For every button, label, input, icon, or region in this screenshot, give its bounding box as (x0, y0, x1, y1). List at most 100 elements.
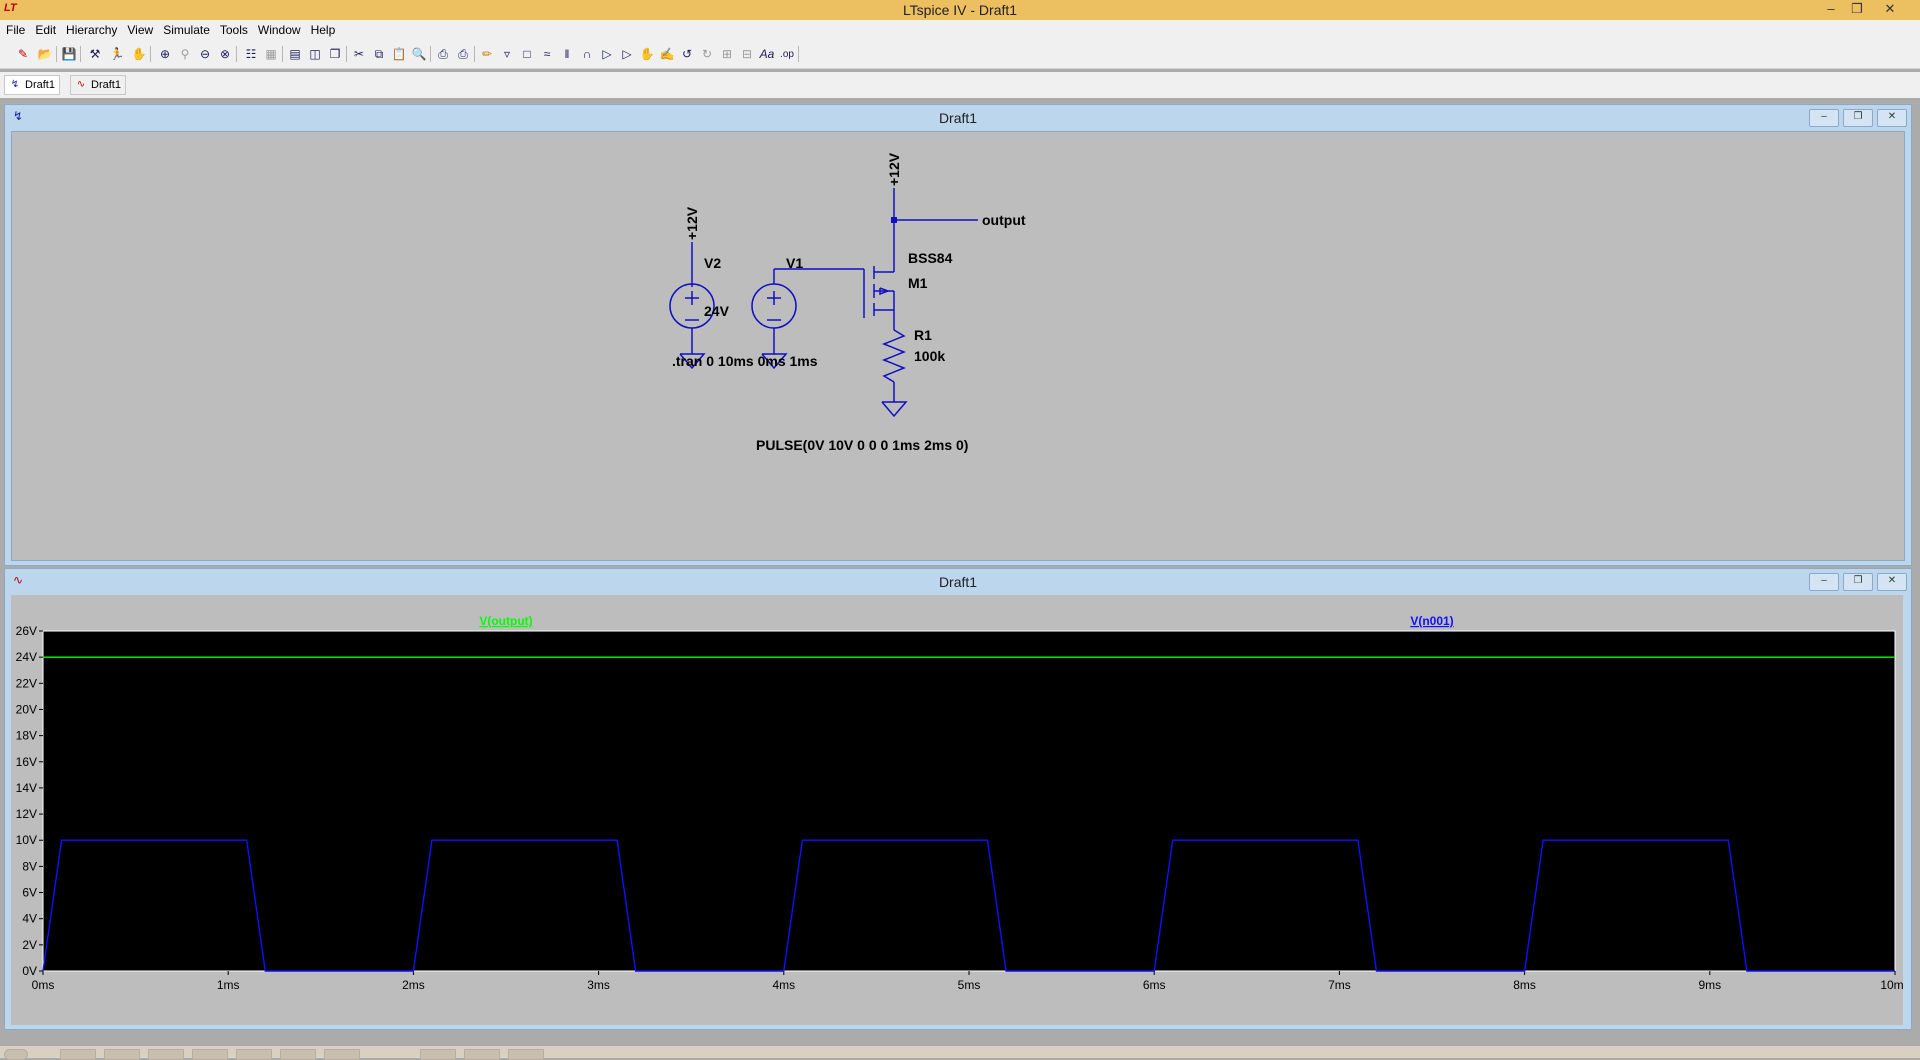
cut-icon[interactable]: ✂ (353, 47, 365, 61)
x-tick-label: 9ms (1698, 978, 1721, 992)
v2-supply-label: +12V (684, 206, 700, 240)
x-tick-label: 3ms (587, 978, 610, 992)
tab-schematic-label: Draft1 (25, 79, 55, 91)
y-tick-label: 4V (22, 912, 37, 926)
cascade-icon[interactable]: ❐ (329, 47, 341, 61)
menu-view[interactable]: View (127, 23, 154, 37)
control-panel-icon[interactable]: ⚒ (89, 47, 101, 61)
output-junction-dot (891, 217, 897, 223)
x-tick-label: 6ms (1143, 978, 1166, 992)
diode-icon[interactable]: ▷ (602, 47, 612, 61)
tile-horizontal-icon[interactable]: ▤ (289, 47, 301, 61)
taskbar-item[interactable] (464, 1049, 500, 1060)
schematic-minimize-button[interactable]: – (1809, 109, 1839, 127)
waveform-restore-button[interactable]: ❐ (1843, 573, 1873, 591)
tab-waveform-label: Draft1 (91, 79, 121, 91)
find-icon[interactable]: 🔍 (411, 47, 427, 61)
autorange-icon[interactable]: ☷ (245, 47, 257, 61)
open-icon[interactable]: 📂 (37, 47, 53, 61)
pulse-directive: PULSE(0V 10V 0 0 0 1ms 2ms 0) (756, 437, 968, 453)
y-tick-label: 12V (16, 807, 37, 821)
inductor-icon[interactable]: ∩ (582, 47, 592, 61)
waveform-close-button[interactable]: ✕ (1877, 573, 1907, 591)
schematic-drawing: V2 24V V1 BSS84 M1 output R1 100k .tran … (669, 152, 1026, 453)
schematic-window-title: Draft1 (938, 110, 978, 126)
tab-schematic[interactable]: ↯ Draft1 (4, 75, 60, 95)
undo-icon[interactable]: ↺ (681, 47, 693, 61)
copy-icon[interactable]: ⧉ (374, 46, 384, 61)
text-icon[interactable]: Aa (759, 47, 775, 61)
ground-icon (881, 401, 908, 418)
run-icon[interactable]: 🏃 (109, 47, 125, 61)
menu-help[interactable]: Help (310, 23, 336, 37)
menu-simulate[interactable]: Simulate (163, 23, 210, 37)
wire-icon[interactable]: ✏ (481, 47, 493, 61)
close-button[interactable]: ✕ (1884, 1, 1896, 16)
schematic-window-titlebar: ↯ Draft1 – ❐ ✕ (5, 105, 1911, 129)
m1-name-label: M1 (908, 275, 928, 291)
component-icon[interactable]: ▷ (622, 47, 632, 61)
taskbar-item[interactable] (192, 1049, 228, 1060)
menu-tools[interactable]: Tools (219, 23, 248, 37)
mirror-icon[interactable]: ⊟ (741, 47, 753, 61)
tran-directive: .tran 0 10ms 0ms 1ms (672, 353, 818, 369)
schematic-restore-button[interactable]: ❐ (1843, 109, 1873, 127)
plot-area (42, 630, 1896, 972)
v1-source-symbol (751, 283, 797, 329)
zoom-in-icon[interactable]: ⊕ (159, 47, 171, 61)
restore-button[interactable]: ❐ (1851, 1, 1863, 16)
menu-hierarchy[interactable]: Hierarchy (66, 23, 118, 37)
y-tick-label: 24V (16, 650, 37, 664)
pan-icon[interactable]: ⚲ (180, 47, 190, 61)
zoom-out-icon[interactable]: ⊖ (199, 47, 211, 61)
tile-vertical-icon[interactable]: ◫ (309, 47, 321, 61)
save-icon[interactable]: 💾 (61, 47, 77, 61)
v2-name-label: V2 (704, 255, 721, 271)
tab-waveform[interactable]: ∿ Draft1 (70, 75, 126, 95)
label-net-icon[interactable]: □ (523, 47, 531, 61)
ground-icon[interactable]: ▿ (503, 47, 511, 61)
taskbar-item[interactable] (324, 1049, 360, 1060)
taskbar-item[interactable] (60, 1049, 96, 1060)
legend-entry: V(n001) (1410, 614, 1453, 628)
resistor-icon[interactable]: ≈ (543, 47, 551, 61)
spice-directive-icon[interactable]: .op (780, 48, 794, 60)
taskbar-item[interactable] (420, 1049, 456, 1060)
print-icon[interactable]: ⎙ (458, 46, 468, 61)
menu-file[interactable]: File (6, 23, 26, 37)
capacitor-icon[interactable]: ‖ (564, 47, 570, 61)
taskbar-item[interactable] (280, 1049, 316, 1060)
series-line-v-n001 (42, 839, 1895, 972)
m1-supply-label: +12V (886, 152, 902, 186)
minimize-button[interactable]: – (1827, 1, 1835, 16)
start-button[interactable] (4, 1049, 28, 1060)
schematic-icon: ↯ (13, 109, 24, 123)
halt-icon[interactable]: ✋ (131, 47, 147, 61)
fft-icon[interactable]: ▦ (265, 47, 277, 61)
move-icon[interactable]: ✋ (639, 47, 655, 61)
v1-name-label: V1 (786, 255, 803, 271)
zoom-fit-icon[interactable]: ⊗ (219, 47, 231, 61)
net-output-label: output (982, 212, 1026, 228)
new-schematic-icon[interactable]: ✎ (17, 47, 29, 61)
schematic-icon: ↯ (10, 79, 20, 90)
waveform-minimize-button[interactable]: – (1809, 573, 1839, 591)
schematic-close-button[interactable]: ✕ (1877, 109, 1907, 127)
y-tick-label: 0V (22, 964, 37, 978)
paste-icon[interactable]: 📋 (391, 47, 407, 61)
menu-edit[interactable]: Edit (35, 23, 57, 37)
drag-icon[interactable]: ✍ (659, 47, 675, 61)
taskbar-item[interactable] (508, 1049, 544, 1060)
waveform-icon: ∿ (76, 79, 86, 90)
title-bar: LT LTspice IV - Draft1 – ❐ ✕ (0, 0, 1920, 20)
schematic-canvas[interactable]: V2 24V V1 BSS84 M1 output R1 100k .tran … (11, 131, 1905, 561)
taskbar-item[interactable] (104, 1049, 140, 1060)
taskbar-item[interactable] (148, 1049, 184, 1060)
rotate-icon[interactable]: ⊞ (721, 47, 733, 61)
y-tick-label: 10V (16, 833, 37, 847)
print-setup-icon[interactable]: ⎙ (438, 46, 448, 61)
redo-icon[interactable]: ↻ (701, 47, 713, 61)
menu-window[interactable]: Window (257, 23, 301, 37)
taskbar-item[interactable] (236, 1049, 272, 1060)
